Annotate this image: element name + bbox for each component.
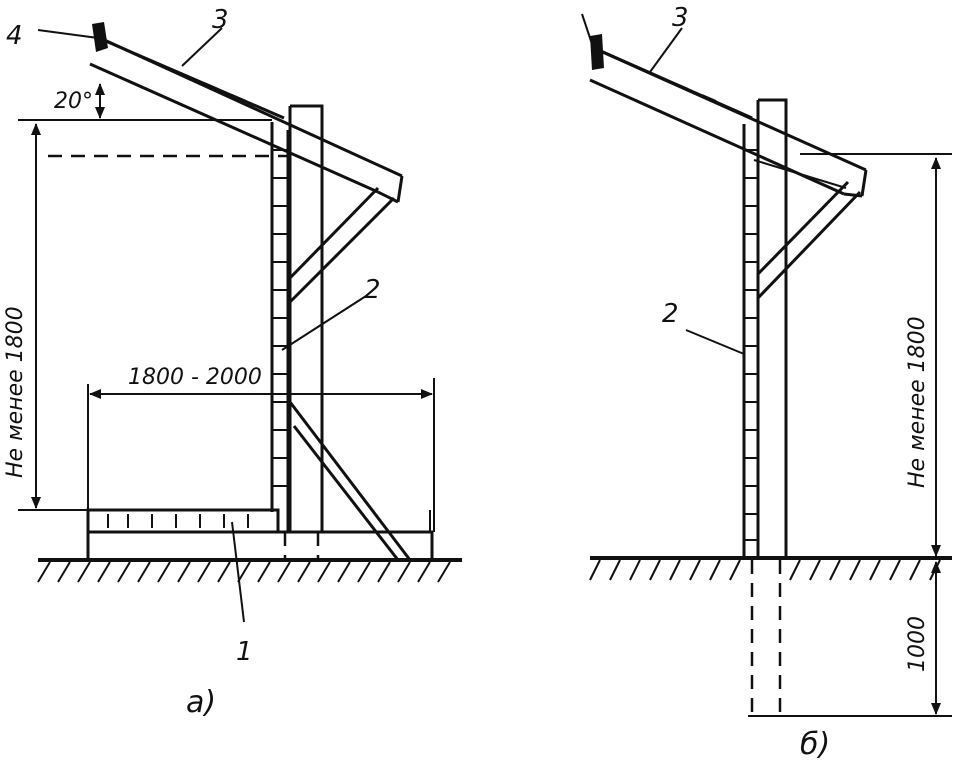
- lamp-fixture-a: [92, 22, 108, 52]
- leader-1: [231, 521, 245, 623]
- caption-a: а): [186, 685, 216, 720]
- leader-2-b: [685, 329, 745, 355]
- rear-panel-b: [742, 124, 758, 558]
- height-dim-b: Не менее 1800: [905, 316, 930, 488]
- callout-2-a: 2: [364, 275, 381, 305]
- lamp-fixture-b: [590, 34, 604, 70]
- callout-2-b: 2: [662, 299, 679, 329]
- leader-3-a: [181, 27, 223, 67]
- callout-3-b: 3: [672, 3, 689, 33]
- ground-hatching-b: [589, 559, 941, 581]
- leader-4: [37, 29, 99, 39]
- post-a: [288, 104, 324, 560]
- canopy-roof-a: [89, 22, 404, 204]
- diagram-b: 3 2 Не менее 1800 1000 б): [581, 3, 952, 762]
- leader-3-b: [649, 27, 683, 73]
- post-b: [748, 98, 788, 717]
- callout-1: 1: [236, 637, 253, 667]
- angle-label: 20°: [54, 89, 93, 114]
- callout-4: 4: [6, 21, 23, 51]
- width-dim-a: 1800 - 2000: [128, 365, 262, 390]
- depth-dim-b: 1000: [905, 616, 930, 672]
- canopy-roof-b: [581, 13, 868, 198]
- brace-b: [756, 180, 862, 300]
- upper-brace-a: [288, 186, 396, 304]
- diagram-a: 4 3 2 1 20° Не менее 1800 1800 - 2000 а): [3, 5, 462, 720]
- platform-deck: [86, 508, 434, 562]
- callout-3-a: 3: [212, 5, 229, 35]
- leader-2-a: [281, 295, 367, 351]
- caption-b: б): [800, 727, 830, 762]
- lower-brace-a: [288, 401, 420, 562]
- ground-hatching-a: [37, 561, 451, 583]
- height-dim-a: Не менее 1800: [3, 306, 28, 478]
- rear-panel-a: [270, 122, 290, 560]
